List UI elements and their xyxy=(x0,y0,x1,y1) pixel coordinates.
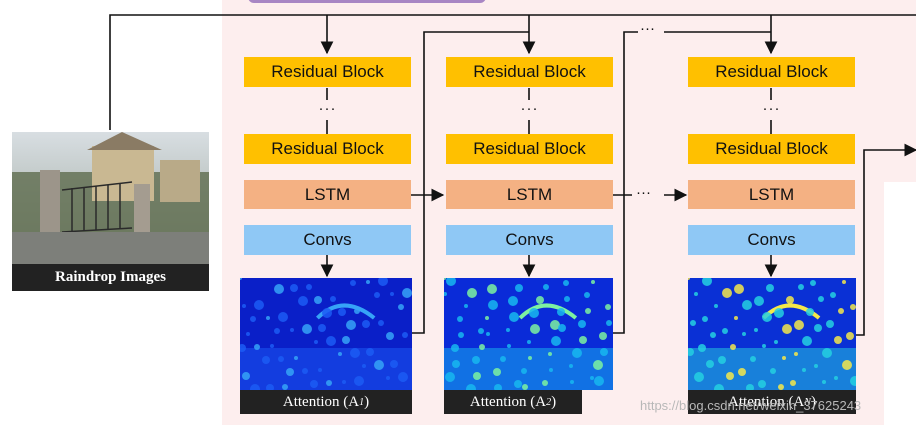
attention-map-2 xyxy=(444,278,613,390)
feed-ellipsis: ··· xyxy=(640,20,655,37)
residual-block-top: Residual Block xyxy=(688,57,855,87)
residual-block-top: Residual Block xyxy=(446,57,613,87)
convs-block: Convs xyxy=(244,225,411,255)
top-module-tab xyxy=(248,0,486,3)
lstm-block: LSTM xyxy=(244,180,411,209)
input-caption: Raindrop Images xyxy=(12,264,209,291)
attention-output-line xyxy=(856,143,916,336)
convs-block: Convs xyxy=(446,225,613,255)
lstm-ellipsis: ··· xyxy=(636,184,651,201)
residual-ellipsis: ··· xyxy=(520,100,539,117)
residual-ellipsis: ··· xyxy=(762,100,781,117)
attention-map-3 xyxy=(688,278,856,390)
panel-notch xyxy=(884,182,916,425)
convs-block: Convs xyxy=(688,225,855,255)
attention-map-1 xyxy=(240,278,412,390)
residual-block-bottom: Residual Block xyxy=(244,134,411,164)
attention-feedback-2 xyxy=(613,31,638,334)
residual-ellipsis: ··· xyxy=(318,100,337,117)
lstm-block: LSTM xyxy=(688,180,855,209)
raindrop-input-image xyxy=(12,132,209,264)
residual-block-top: Residual Block xyxy=(244,57,411,87)
attention-feedback-1 xyxy=(411,31,529,334)
input-feed-line xyxy=(109,14,916,130)
watermark: https://blog.csdn.net/weixin_37625243 xyxy=(640,398,862,413)
residual-block-bottom: Residual Block xyxy=(446,134,613,164)
residual-block-bottom: Residual Block xyxy=(688,134,855,164)
lstm-block: LSTM xyxy=(446,180,613,209)
